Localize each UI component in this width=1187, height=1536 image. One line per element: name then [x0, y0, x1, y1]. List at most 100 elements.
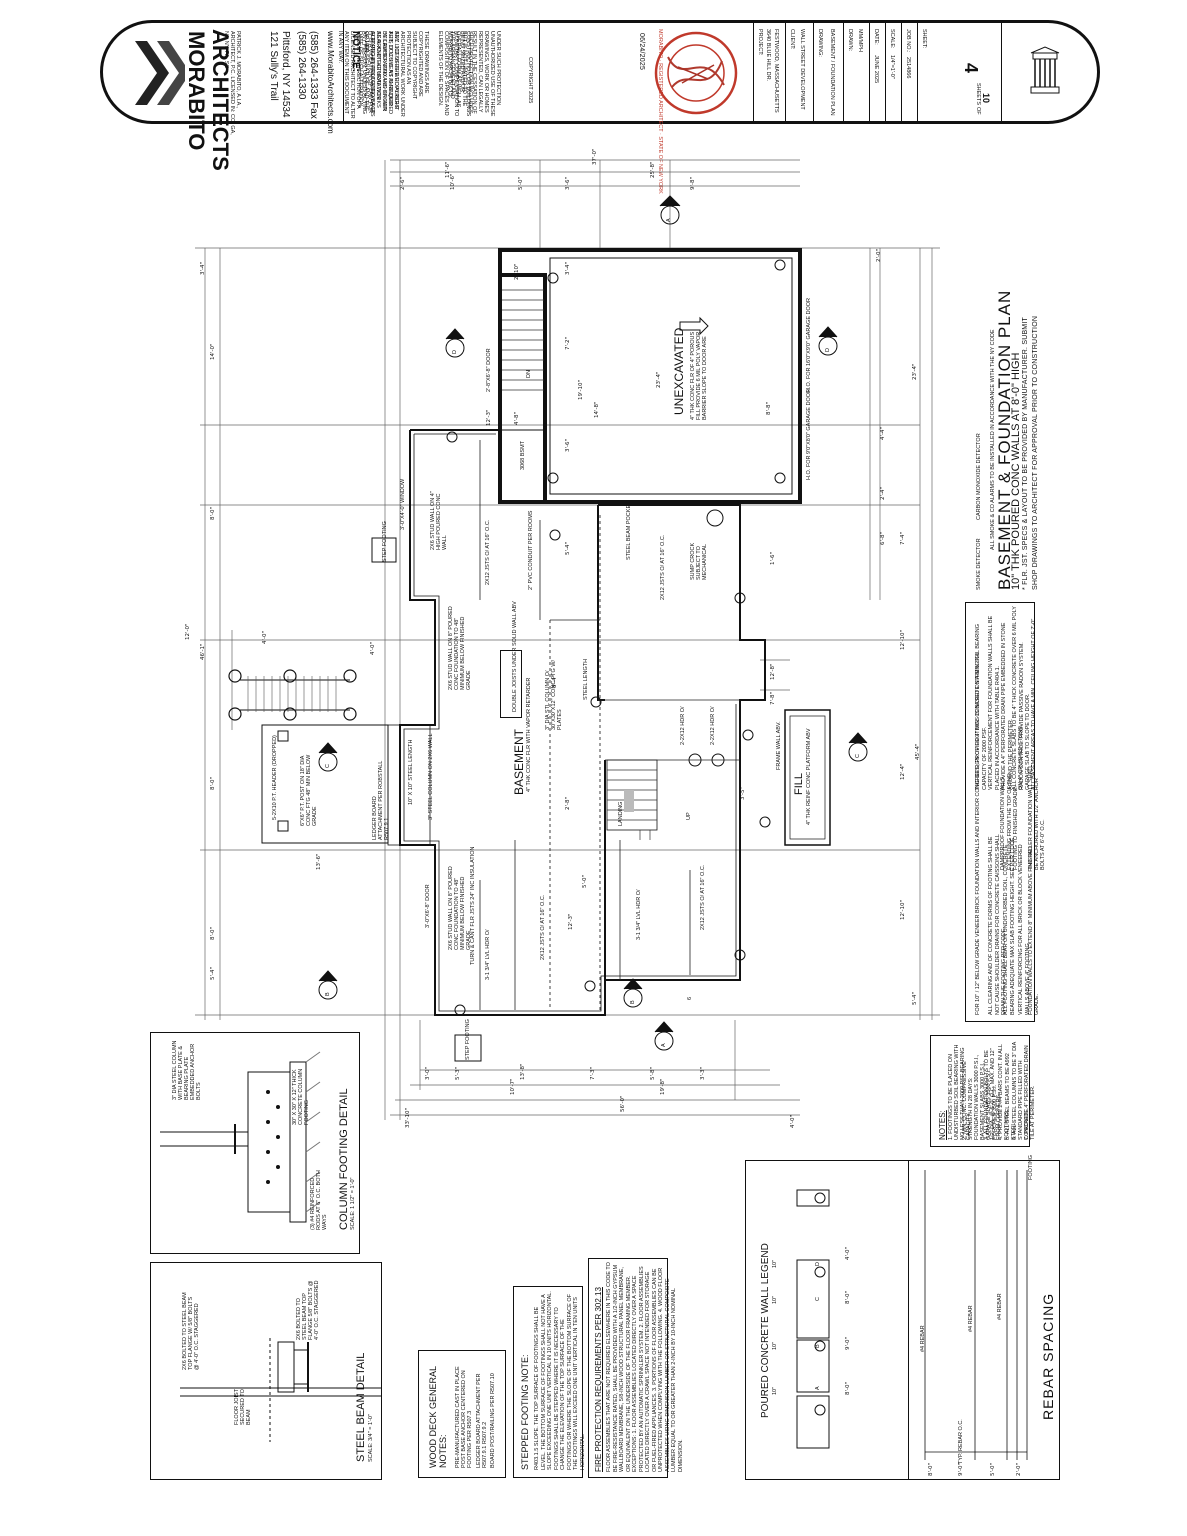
dim-interior-20: 13'-6" [316, 853, 322, 870]
joist-note-3: 2X12 JSTS O/ AT 16" O.C. [540, 894, 546, 960]
notes-1-b-7: ALL BASEMENT AREAS TO HAVE A MIN. CEILIN… [1031, 617, 1037, 790]
room-label-fill: FILL [793, 772, 805, 795]
fire-protection-text: FLOOR ASSEMBLIES THAT ARE NOT REQUIRED E… [606, 1262, 632, 1472]
rebar-footing-label: FOOTING [1028, 1154, 1034, 1180]
wood-deck-notes-box [418, 1350, 506, 1478]
dim-interior-7: 8'-8" [766, 401, 772, 415]
wall-legend-label-a: A [815, 1386, 821, 1390]
section-markers [318, 195, 868, 1051]
steel-beam-note-1: 2X6 BOLTED TO STEEL BEAM TOP FLANGE W/ 5… [182, 1292, 200, 1370]
steel-beam-note-3: 2X6 BOLTED TO STEEL BEAM TOP FLANGE 5/8"… [296, 1280, 320, 1340]
column-note: 3" DIA STL COLUMN O/ 30"X30"X12" CONC FT… [545, 659, 563, 730]
dim-right-3: 4'-4" [880, 426, 886, 440]
fax-number: (585) 264-1333 Fax [308, 31, 319, 119]
plan-subtitle: 10" THK POURED CONC WALLS AT 8'-0" HIGH [1010, 352, 1022, 590]
dim-left-2: 14'-0" [210, 343, 216, 360]
project-value-1: 3640 BLUE HILL DR. [765, 29, 771, 82]
lvl-header-note-2: 3-1 3/4" LVL HDR O/ [636, 889, 642, 940]
address-line2: Pittsford, NY 14534 [280, 31, 291, 118]
dim-interior-12: 5'-4" [565, 541, 571, 555]
phone-number: (585) 264-1330 [296, 31, 307, 100]
notes-1-b-1: THE DESIGN OF FOOTINGS IS BASED ON A MIN… [975, 623, 988, 790]
notes-2-item-7: 7. PROVIDE 4" PERFORATED DRAIN TILE AT P… [1024, 1045, 1036, 1140]
dim-bottom-4: 7'-3" [590, 1066, 596, 1080]
column-footing-note-3: (3) #4 REINFORCED RODS AT 6" O.C. BOTH W… [310, 1170, 328, 1230]
section-marker-c: C [325, 764, 331, 768]
dim-interior-8: 12'-3" [486, 409, 492, 426]
client-label: CLIENT: [789, 29, 795, 50]
frame-wall-note: FRAME WALL ABV. [776, 721, 782, 770]
section-marker-b: B [325, 992, 331, 996]
dim-right-2: 23'-4" [912, 363, 918, 380]
dim-interior-1: 2'-10" [514, 263, 520, 280]
address-line1: 121 Sully's Trail [268, 31, 279, 101]
wall-legend-height-c: 8'-0" [845, 1290, 851, 1304]
drawn-value: MM/MPH [857, 29, 863, 52]
rebar-label-2: #4 REBAR [968, 1305, 974, 1332]
architect-seal-stamp [654, 31, 738, 115]
dim-left-1: 3'-4" [200, 261, 206, 275]
wood-deck-line-2: LEDGER BOARD ATTACHMENT PER R507.9.1 R50… [476, 1373, 488, 1468]
wall-legend-label-b: B [815, 1344, 821, 1348]
plan-note-1: * FLR. JST. SPECS & LAYOUT TO BE PROVIDE… [1022, 317, 1029, 590]
ledger-note: LEDGER BOARD ATTACHMENT PER ROBSTALL R50… [372, 760, 390, 840]
dim-interior-19: 4'-0" [370, 641, 376, 655]
garage-door-note-2: H.O. FOR 9'0"X8'0" GARAGE DOOR [806, 389, 812, 480]
dim-interior-3: 7'-2" [565, 336, 571, 350]
dim-top-3: 25'-8" [650, 161, 656, 178]
step-footing-box-2 [454, 1034, 482, 1062]
dim-right-5: 6'-8" [880, 531, 886, 545]
general-notes-box-2 [930, 1035, 1030, 1147]
lvl-header-note-1: 3-1 3/4" LVL HDR O/ [485, 929, 491, 980]
sump-note: SUMP CROCK SUBJECT TO MECHANICAL [690, 542, 708, 580]
dim-bottom-6: 3'-3" [700, 1066, 706, 1080]
steel-beam-note-2: FLOOR JOIST SECURED TO BEAM [234, 1389, 252, 1425]
double-joist-box [500, 650, 522, 718]
stair-hatch [624, 790, 634, 812]
wall-legend-drawing [796, 1170, 1028, 1460]
dim-bottom-9: 56'-0" [620, 1095, 626, 1112]
job-label: JOB NO.: [905, 29, 911, 53]
wall-legend-height-a: 8'-0" [845, 1381, 851, 1395]
dim-left-4: 12'-0" [185, 623, 191, 640]
steel-beam-drawing [180, 1338, 382, 1442]
deck-post-2 [277, 820, 289, 832]
of-label: OF [975, 107, 981, 115]
garage-foundation-walls [498, 248, 802, 504]
rebar-spacing-box [908, 1160, 1060, 1480]
wall-note-4: TURN & CANT FLR JSTS 24" INC INSULATION [470, 846, 476, 966]
post-note: 6"X6" P.T. POST ON 18" DIA CONC FTG 48" … [300, 754, 318, 826]
section-marker-a2: A [661, 1043, 667, 1047]
dim-interior-13: 2'-8" [565, 796, 571, 810]
dim-left-8: 5'-4" [210, 966, 216, 980]
window-note-1: 3'-0"X4'-0" WINDOW [400, 478, 406, 530]
dim-bottom-7: 10'-7" [510, 1078, 516, 1095]
column-footing-title: COLUMN FOOTING DETAIL [338, 1088, 350, 1230]
dim-left-7: 8'-0" [210, 926, 216, 940]
scale-value: 1/4"=1'-0" [889, 55, 895, 79]
project-value-2: FESTWOOD, MASSACHUSETTS [773, 29, 779, 113]
dim-right-4: 2'-4" [880, 486, 886, 500]
dim-right-6: 7'-4" [900, 531, 906, 545]
dim-top-7: 5'-0" [518, 176, 524, 190]
wall-note-2: 2X6 STUD WALL ON 8" POURED CONC FOUNDATI… [448, 606, 472, 690]
column-footing-detail-box [150, 1032, 360, 1254]
dim-top-5: 10'-6" [450, 173, 456, 190]
dim-bottom-11: 4'-0" [790, 1114, 796, 1128]
wall-legend-height-b: 9'-0" [845, 1336, 851, 1350]
rebar-spacing-title: REBAR SPACING [1040, 1292, 1056, 1420]
beam-note: 10" X 10" STEEL LENGTH [408, 739, 414, 805]
lvl-header-note-4: 2-2X12 HDR O/ [710, 706, 716, 745]
steel-beam-title: STEEL BEAM DETAIL [355, 1352, 367, 1462]
notes-1-b-2: VERTICAL REINFORCEMENT FOR FOUNDATION WA… [988, 615, 1001, 790]
dim-interior-11: 12'-3" [568, 913, 574, 930]
dim-top-4: 2'-6" [400, 176, 406, 190]
foundation-plan-drawing [195, 159, 940, 1120]
dim-interior-16: 12'-8" [770, 663, 776, 680]
section-marker-c2: C [855, 754, 861, 758]
door-note-1: 2'-8"X6'-8" DOOR [486, 348, 492, 392]
fire-protection-heading: FIRE PROTECTION REQUIREMENTS PER 302.13 [594, 1287, 603, 1472]
wall-note-3: 2X6 STUD WALL ON 8" POURED CONC FOUNDATI… [448, 866, 472, 950]
wall-legend-title: POURED CONCRETE WALL LEGEND [760, 1243, 771, 1418]
column-note-2: 3" STEEL COLUMN ON 2X6 WALL [428, 733, 434, 820]
